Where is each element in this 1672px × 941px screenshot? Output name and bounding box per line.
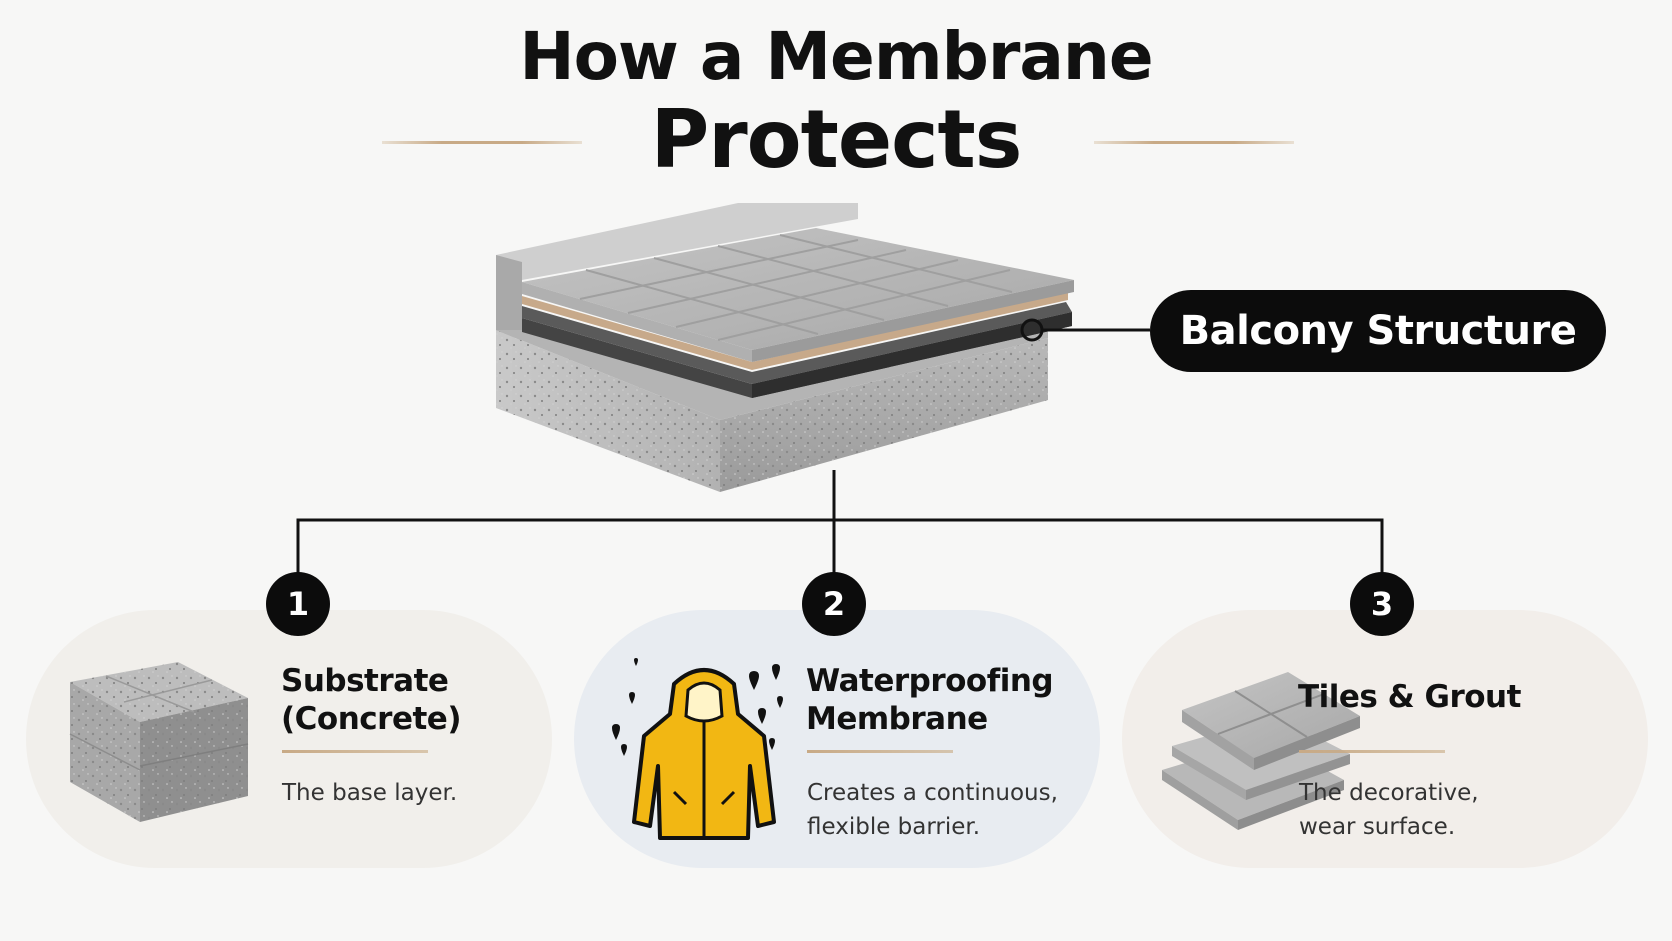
page-title-line-2: Protects <box>650 93 1023 186</box>
layer-title-line-1: Tiles & Grout <box>1298 679 1521 715</box>
balcony-structure-label: Balcony Structure <box>1150 290 1606 372</box>
raincoat-icon <box>612 658 783 840</box>
layer-title-rule <box>807 750 953 753</box>
layer-description-line-1: Creates a continuous, <box>807 780 1058 806</box>
concrete-block-icon <box>69 662 249 822</box>
layer-title-rule <box>1299 750 1445 753</box>
layer-card-substrate: Substrate (Concrete) The base layer. <box>26 610 552 868</box>
layer-description-line-1: The base layer. <box>282 780 458 806</box>
layer-description-line-2: wear surface. <box>1299 814 1456 840</box>
tile-stack-icon <box>1162 672 1360 830</box>
layer-number-badge-2: 2 <box>802 572 866 636</box>
layer-title-rule <box>282 750 428 753</box>
layer-title-line-2: Membrane <box>806 701 988 737</box>
title-block: How a Membrane Protects <box>0 0 1672 200</box>
layer-card-membrane: Waterproofing Membrane Creates a continu… <box>574 610 1100 868</box>
title-rule-right <box>1094 141 1294 144</box>
layer-number-badge-3: 3 <box>1350 572 1414 636</box>
balcony-cross-section-icon <box>496 203 1074 492</box>
layer-title-line-1: Waterproofing <box>806 663 1054 699</box>
page-title-line-1: How a Membrane <box>519 18 1153 95</box>
layer-description-line-2: flexible barrier. <box>807 814 981 840</box>
layer-title-line-2: (Concrete) <box>281 701 462 737</box>
layer-number-badge-1: 1 <box>266 572 330 636</box>
layer-card-tiles: Tiles & Grout The decorative, wear surfa… <box>1122 610 1648 868</box>
layer-title-line-1: Substrate <box>281 663 449 699</box>
layer-description-line-1: The decorative, <box>1299 780 1479 806</box>
title-rule-left <box>382 141 582 144</box>
connector-tree <box>296 470 1384 590</box>
